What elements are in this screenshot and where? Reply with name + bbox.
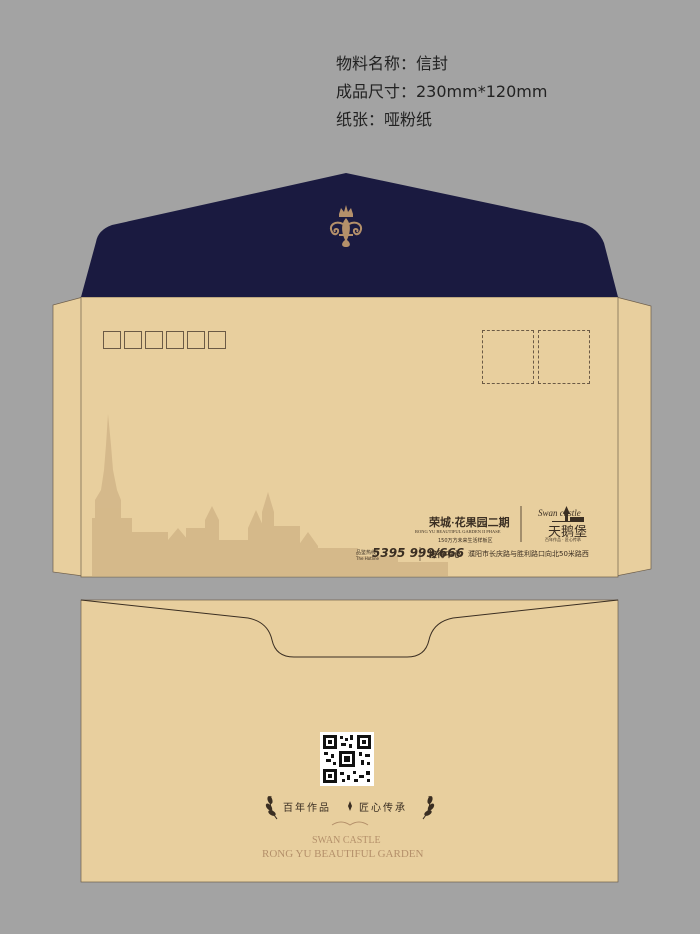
- postcode-box: [187, 331, 205, 349]
- project-slogan: 150万方未来生活样板区: [438, 538, 493, 544]
- back-en-line2: RONG YU BEAUTIFUL GARDEN: [262, 848, 424, 860]
- postcode-box: [124, 331, 142, 349]
- brand-slogan: 百年作品 · 匠心传承: [545, 537, 581, 542]
- brand-script: Swan castle: [538, 508, 581, 518]
- hotline-label-en: The Hotline: [356, 556, 379, 561]
- postcode-box: [103, 331, 121, 349]
- postcode-box: [208, 331, 226, 349]
- stamp-box: [482, 330, 534, 384]
- front-right-tab: [615, 296, 652, 577]
- hotline-label: 品鉴热线: [356, 550, 377, 556]
- brand-castle-icon: [552, 506, 584, 522]
- address: 濮阳市长庆路与胜利路口向北50米路西: [468, 550, 589, 558]
- back-en-line1: SWAN CASTLE: [312, 835, 381, 846]
- qr-code-icon: [320, 732, 374, 786]
- postcode-box: [166, 331, 184, 349]
- fleur-de-lis-icon: [330, 205, 362, 247]
- front-body: [80, 296, 619, 578]
- laurel-icon: [265, 795, 435, 820]
- motto-right: 匠心传承: [359, 803, 407, 814]
- project-name: 荣城·花果园二期: [429, 517, 510, 529]
- spec-name-line: 物料名称：信封: [336, 54, 449, 73]
- castle-skyline-icon: [92, 414, 448, 576]
- back-ornament: [331, 821, 369, 826]
- brand-name: 天鹅堡: [548, 524, 588, 539]
- motto-separator-icon: [348, 801, 352, 811]
- hotline-number: 5395 999/666: [372, 546, 465, 560]
- spec-paper-line: 纸张：哑粉纸: [336, 110, 433, 129]
- stamp-box: [538, 330, 590, 384]
- postcode-box: [145, 331, 163, 349]
- reception-label: 接待中心: [429, 550, 461, 559]
- spec-size-line: 成品尺寸：230mm*120mm: [336, 82, 548, 101]
- front-left-tab: [52, 296, 84, 577]
- project-name-en: RONG YU BEAUTIFUL GARDEN II PHASE: [415, 529, 501, 534]
- motto-left: 百年作品: [283, 803, 331, 814]
- back-flap-outline: [80, 599, 619, 658]
